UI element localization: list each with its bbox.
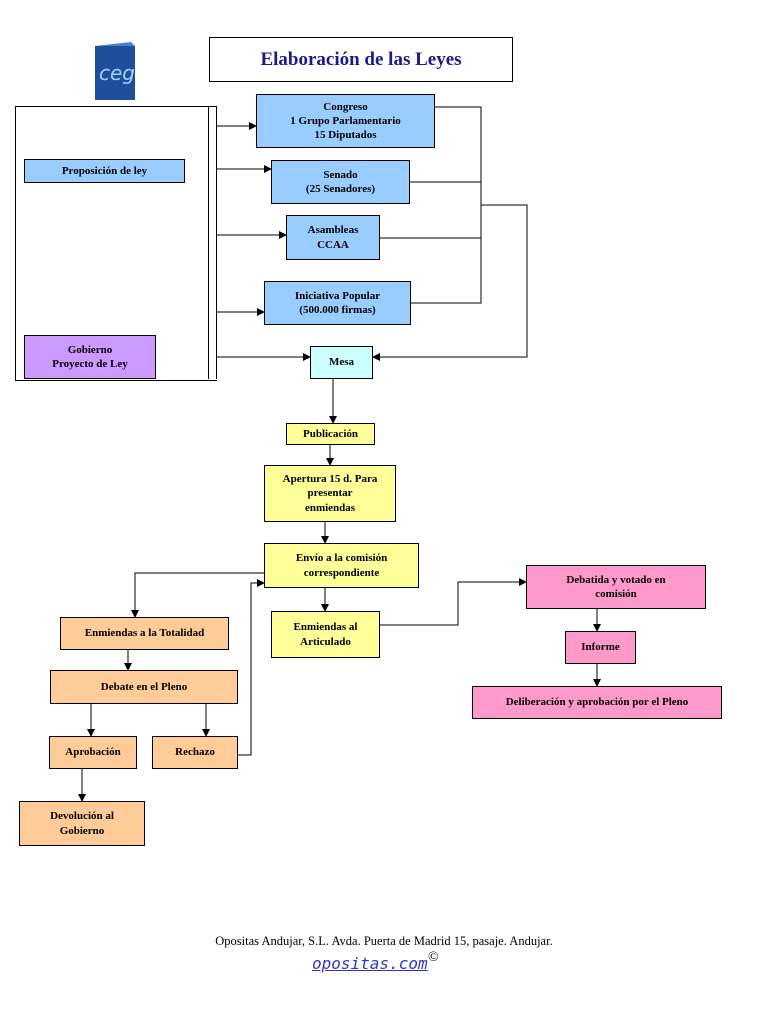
mesa-node: Mesa xyxy=(310,346,373,379)
articulado-node: Enmiendas al Articulado xyxy=(271,611,380,658)
envio-node: Envío a la comisión correspondiente xyxy=(264,543,419,588)
debate-node: Debate en el Pleno xyxy=(50,670,238,704)
publicacion-node: Publicación xyxy=(286,423,375,445)
debatida-node: Debatida y votado en comisión xyxy=(526,565,706,609)
footer-address: Opositas Andujar, S.L. Avda. Puerta de M… xyxy=(215,934,553,948)
asambleas-node: Asambleas CCAA xyxy=(286,215,380,260)
congreso-node: Congreso 1 Grupo Parlamentario 15 Diputa… xyxy=(256,94,435,148)
aprobacion-node: Aprobación xyxy=(49,736,137,769)
copyright-symbol: © xyxy=(428,950,439,965)
senado-node: Senado (25 Senadores) xyxy=(271,160,410,204)
devolucion-node: Devolución al Gobierno xyxy=(19,801,145,846)
panel-divider-outer xyxy=(216,106,217,379)
apertura-node: Apertura 15 d. Para presentar enmiendas xyxy=(264,465,396,522)
deliberacion-node: Deliberación y aprobación por el Pleno xyxy=(472,686,722,719)
diagram-title: Elaboración de las Leyes xyxy=(209,37,513,82)
rechazo-node: Rechazo xyxy=(152,736,238,769)
panel-divider xyxy=(208,106,209,379)
iniciativa-node: Iniciativa Popular (500.000 firmas) xyxy=(264,281,411,325)
svg-text:ceg: ceg xyxy=(99,61,135,85)
footer-website-link[interactable]: opositas.com xyxy=(312,954,428,973)
totalidad-node: Enmiendas a la Totalidad xyxy=(60,617,229,650)
gobierno-node: Gobierno Proyecto de Ley xyxy=(24,335,156,379)
informe-node: Informe xyxy=(565,631,636,664)
proposicion-node: Proposición de ley xyxy=(24,159,185,183)
ceg-logo-icon: ceg xyxy=(95,42,135,100)
